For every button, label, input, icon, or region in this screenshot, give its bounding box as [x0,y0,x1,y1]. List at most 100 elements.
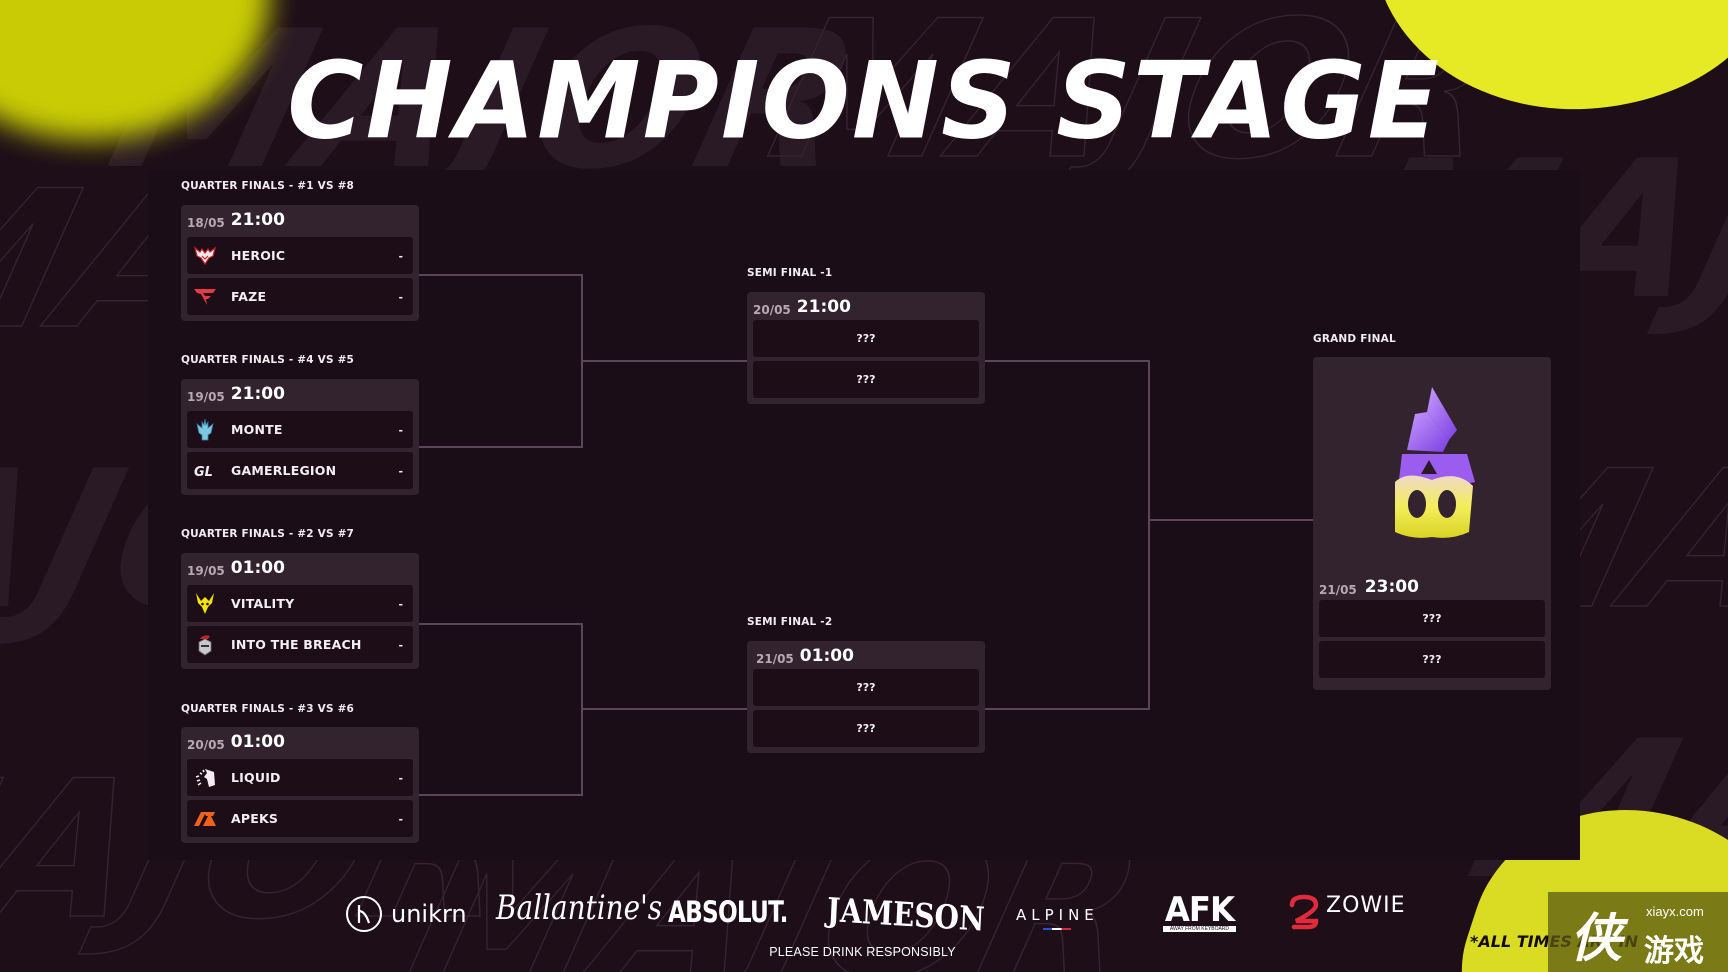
drink-responsibly-notice: PLEASE DRINK RESPONSIBLY [769,945,956,959]
match-date: 18/05 [187,216,225,230]
qf3-label: QUARTER FINALS - #2 VS #7 [181,528,355,540]
match-card-sf2[interactable]: 21/05 01:00 ??? ??? [747,641,985,753]
unikrn-logo-icon [346,896,382,932]
match-datetime: 19/05 21:00 [187,379,413,407]
connector-line [581,360,747,362]
team-row[interactable]: FAZE - [187,278,413,315]
team-row-tbd[interactable]: ??? [1319,641,1545,678]
alpine-flag-stripe [1043,928,1072,930]
match-card-qf3[interactable]: 19/05 01:00 VITALITY - INTO THE BREACH - [181,553,419,669]
match-date: 20/05 [187,738,225,752]
gf-label: GRAND FINAL [1313,333,1396,345]
team-row[interactable]: HEROIC - [187,237,413,274]
sponsor-afk[interactable]: AFK AWAY FROM KEYBOARD [1163,890,1236,932]
team-row[interactable]: LIQUID - [187,759,413,796]
sponsor-alpine[interactable]: ALPINE [1016,906,1099,930]
match-time: 21:00 [796,297,851,317]
team-row-tbd[interactable]: ??? [1319,600,1545,637]
connector-line [985,708,1150,710]
sponsor-zowie[interactable]: ZOWIE [1286,893,1406,931]
connector-line [985,360,1150,362]
team-row-tbd[interactable]: ??? [753,710,979,747]
svg-text:GL: GL [194,465,213,478]
match-card-qf1[interactable]: 18/05 21:00 HEROIC - FAZE - [181,205,419,321]
team-name: FAZE [231,289,267,304]
team-name: LIQUID [231,770,281,785]
team-row-tbd[interactable]: ??? [753,669,979,706]
connector-line [418,274,583,276]
watermark-url: xiayx.com [1646,904,1704,919]
sponsor-name: ALPINE [1016,906,1099,924]
sf1-label: SEMI FINAL -1 [747,267,833,279]
sponsor-name: ZOWIE [1326,893,1406,918]
sf2-label: SEMI FINAL -2 [747,616,833,628]
page-title: CHAMPIONS STAGE [287,38,1441,164]
team-name: MONTE [231,422,283,437]
team-row[interactable]: INTO THE BREACH - [187,626,413,663]
connector-line [1148,519,1313,521]
connector-line [418,623,583,625]
gamerlegion-logo-icon: GL [194,460,216,482]
team-score: - [398,637,403,652]
match-time: 21:00 [230,384,285,404]
connector-line [418,446,583,448]
qf2-label: QUARTER FINALS - #4 VS #5 [181,354,355,366]
match-datetime: 21/05 23:00 [1319,572,1545,600]
team-score: - [398,422,403,437]
match-time: 23:00 [1364,577,1419,597]
watermark-text: 游戏 [1644,934,1704,969]
zowie-logo-icon [1289,894,1319,930]
team-name: INTO THE BREACH [231,637,362,652]
match-datetime: 18/05 21:00 [187,205,413,233]
team-score: - [398,289,403,304]
match-datetime: 20/05 21:00 [753,292,979,320]
vitality-logo-icon [194,592,216,615]
match-card-qf2[interactable]: 19/05 21:00 MONTE - GL GAMERLEGION - [181,379,419,495]
team-row-tbd[interactable]: ??? [753,361,979,398]
team-score: - [398,596,403,611]
trophy-icon [1319,357,1545,572]
apeks-logo-icon [194,808,216,830]
match-date: 21/05 [1319,583,1357,597]
match-date: 19/05 [187,564,225,578]
match-card-sf1[interactable]: 20/05 21:00 ??? ??? [747,292,985,404]
match-card-qf4[interactable]: 20/05 01:00 LIQUID - APEKS - [181,727,419,843]
team-row[interactable]: GL GAMERLEGION - [187,452,413,489]
sponsor-absolut[interactable]: ABSOLUT. [668,895,788,929]
team-name: GAMERLEGION [231,463,337,478]
match-date: 21/05 [756,652,794,666]
match-datetime: 20/05 01:00 [187,727,413,755]
team-name: APEKS [231,811,279,826]
monte-logo-icon [194,418,216,441]
into-the-breach-logo-icon [194,634,216,656]
match-date: 19/05 [187,390,225,404]
team-score: - [398,463,403,478]
qf4-label: QUARTER FINALS - #3 VS #6 [181,703,355,715]
qf1-label: QUARTER FINALS - #1 VS #8 [181,180,355,192]
sponsor-name: AFK [1164,890,1235,930]
team-name: HEROIC [231,248,286,263]
sponsor-jameson[interactable]: JAMESON [826,890,986,939]
connector-line [581,708,747,710]
match-datetime: 21/05 01:00 [753,641,979,669]
heroic-logo-icon [194,245,216,267]
team-row-tbd[interactable]: ??? [753,320,979,357]
connector-line [1148,360,1150,710]
match-datetime: 19/05 01:00 [187,553,413,581]
match-date: 20/05 [753,303,791,317]
team-score: - [398,811,403,826]
connector-line [418,794,583,796]
team-row[interactable]: VITALITY - [187,585,413,622]
liquid-logo-icon [194,767,216,789]
match-time: 01:00 [230,732,285,752]
match-card-grand-final[interactable]: 21/05 23:00 ??? ??? [1313,357,1551,690]
sponsor-name: unikrn [391,900,467,928]
sponsor-ballantines[interactable]: Ballantine's [496,888,663,928]
team-row[interactable]: MONTE - [187,411,413,448]
team-score: - [398,248,403,263]
team-score: - [398,770,403,785]
sponsor-subtitle: AWAY FROM KEYBOARD [1163,926,1236,932]
sponsor-unikrn[interactable]: unikrn [345,895,467,933]
match-time: 01:00 [230,558,285,578]
team-row[interactable]: APEKS - [187,800,413,837]
